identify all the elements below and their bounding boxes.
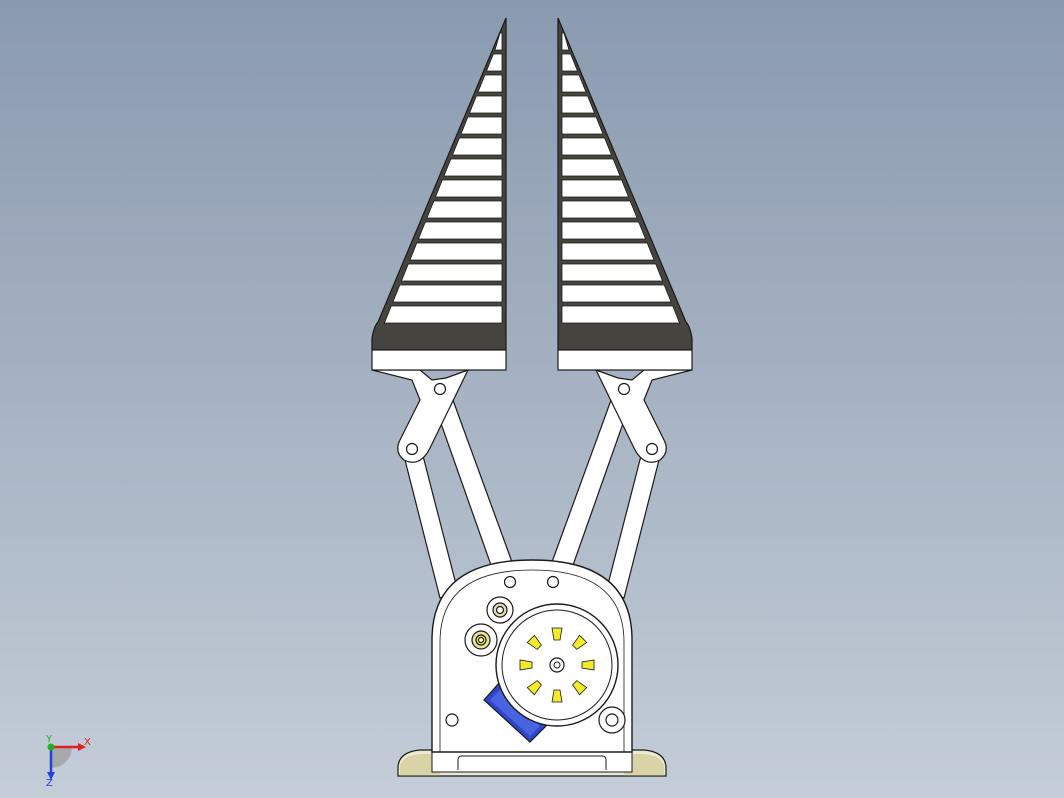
horn-spoke <box>551 627 563 641</box>
finger-rib-opening <box>561 221 647 240</box>
finger-rib-opening <box>561 32 570 51</box>
left-finger <box>371 17 507 371</box>
finger-rib-opening <box>409 242 503 261</box>
finger-rib-opening <box>561 242 655 261</box>
finger-rib-opening <box>561 263 664 282</box>
horn-spoke <box>572 680 588 696</box>
finger-rib-opening <box>561 179 630 198</box>
base-plate <box>397 749 667 777</box>
finger-rib-opening <box>561 95 596 114</box>
horn-spoke <box>519 659 533 671</box>
z-axis-label: Z <box>46 778 53 789</box>
y-axis-label: Y <box>45 734 53 745</box>
finger-rib-opening <box>392 284 503 303</box>
z-axis-arrow <box>47 772 55 780</box>
y-axis-dot <box>47 743 55 751</box>
finger-rib-opening <box>561 53 579 72</box>
axis-triad[interactable]: X Y Z <box>45 734 91 789</box>
finger-rib-opening <box>561 116 604 135</box>
servo-horn <box>495 603 619 727</box>
finger-rib-opening <box>561 158 621 177</box>
finger-rib-opening <box>434 179 503 198</box>
horn-spoke <box>526 680 542 696</box>
x-axis-arrow <box>78 743 86 751</box>
finger-rib-opening <box>460 116 503 135</box>
finger-rib-opening <box>561 200 638 219</box>
finger-rib-opening <box>443 158 503 177</box>
finger-rib-opening <box>417 221 503 240</box>
horn-spoke <box>526 634 542 650</box>
horn-spoke <box>581 659 595 671</box>
mounting-bosses <box>464 596 626 734</box>
finger-rib-opening <box>561 137 613 156</box>
finger-rib-opening <box>477 74 503 93</box>
finger-rib-opening <box>468 95 503 114</box>
finger-rib-opening <box>426 200 503 219</box>
finger-rib-opening <box>561 284 672 303</box>
pivot-holes <box>405 382 659 456</box>
right-finger <box>557 17 693 371</box>
finger-rib-opening <box>485 53 503 72</box>
left-finger-ribs <box>383 32 503 324</box>
finger-rib-opening <box>561 74 587 93</box>
horn-spoke <box>572 634 588 650</box>
x-axis-label: X <box>84 737 91 748</box>
horn-spokes <box>519 627 595 703</box>
servo-body <box>483 681 547 743</box>
horn-spoke <box>551 689 563 703</box>
finger-rib-opening <box>494 32 503 51</box>
finger-rib-opening <box>451 137 503 156</box>
finger-rib-opening <box>383 305 503 324</box>
finger-rib-opening <box>400 263 503 282</box>
right-finger-ribs <box>561 32 681 324</box>
finger-rib-opening <box>561 305 681 324</box>
